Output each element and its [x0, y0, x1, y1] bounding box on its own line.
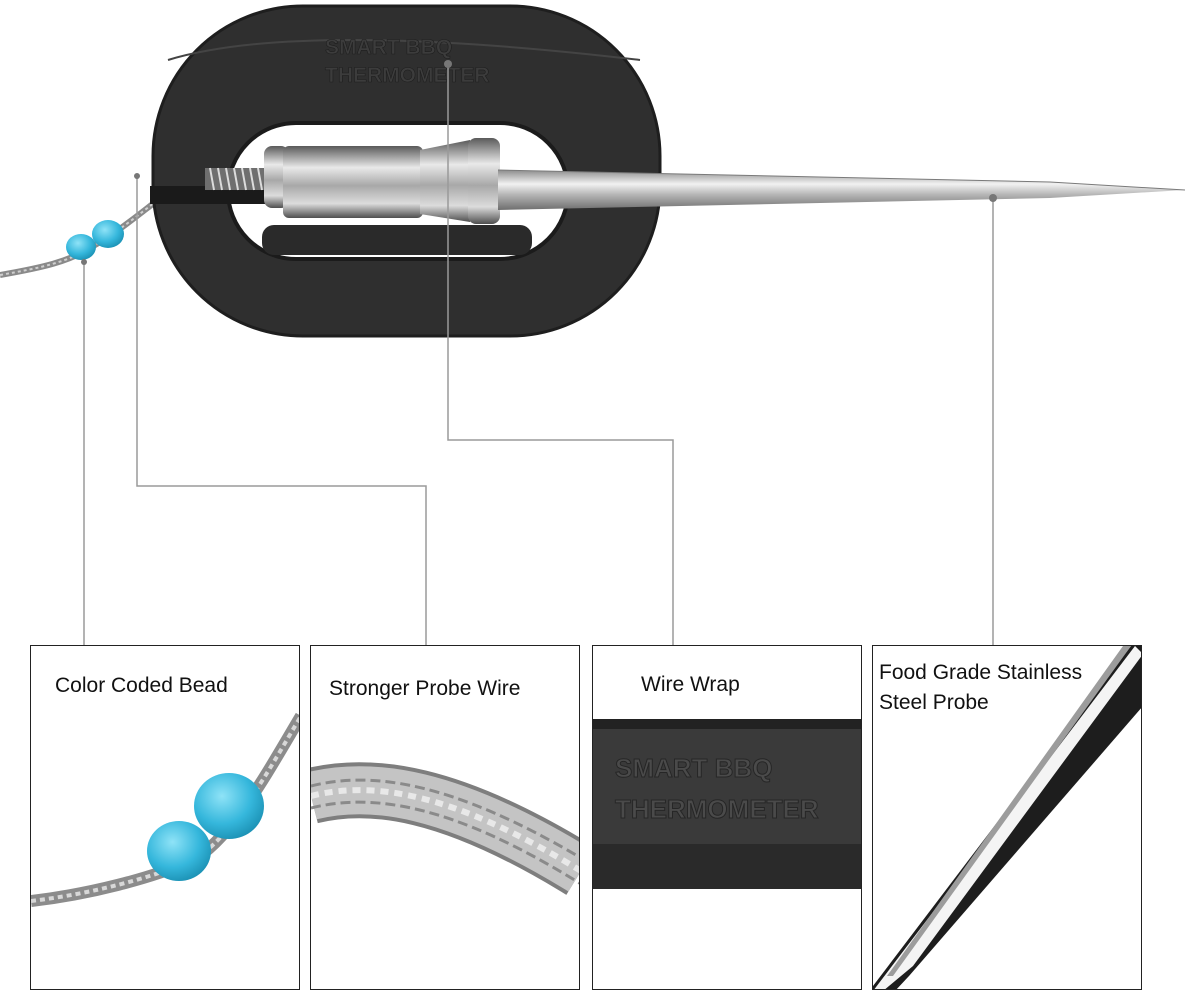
- wrap-embossed-line1: SMART BBQ: [615, 753, 772, 783]
- callout-panel-bead: Color Coded Bead: [30, 645, 300, 990]
- callout-panel-probe: Food Grade Stainless Steel Probe: [872, 645, 1142, 990]
- callout-panel-wrap: SMART BBQ THERMOMETER Wire Wrap: [592, 645, 862, 990]
- embossed-text-line1: SMART BBQ: [325, 36, 452, 59]
- callout-label-wire: Stronger Probe Wire: [329, 677, 521, 700]
- wire-spring: [205, 167, 275, 191]
- wrap-embossed-line2: THERMOMETER: [615, 794, 819, 824]
- steel-probe: [498, 170, 1185, 210]
- callout-label-bead: Color Coded Bead: [55, 674, 228, 697]
- bead-icon: [66, 234, 96, 260]
- probe-handle: [264, 138, 500, 224]
- callout-label-probe: Food Grade Stainless Steel Probe: [879, 661, 1083, 714]
- callout-label-wrap: Wire Wrap: [641, 673, 740, 696]
- embossed-text-line2: THERMOMETER: [325, 64, 490, 87]
- leader-lines: [83, 64, 994, 645]
- callout-panel-wire: Stronger Probe Wire: [310, 645, 580, 990]
